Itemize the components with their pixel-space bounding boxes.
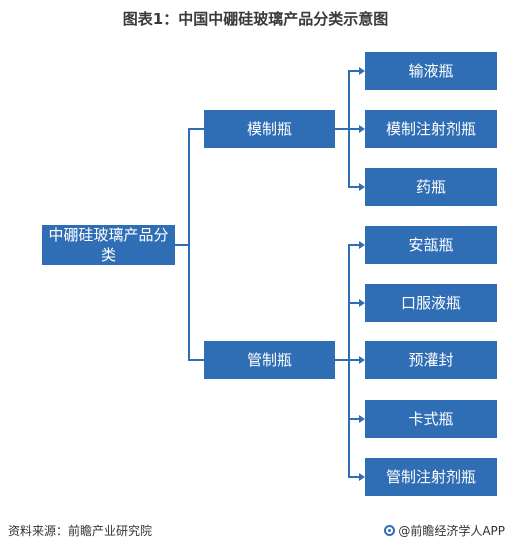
leaf-prefilled-syringe: 预灌封 — [365, 341, 497, 379]
tubular-leaf-line-4 — [348, 418, 359, 420]
root-trunk — [188, 128, 190, 361]
leaf-tubular-injection-bottle: 管制注射剂瓶 — [365, 458, 497, 496]
molded-leaf-line-2 — [348, 128, 359, 130]
leaf-medicine-bottle: 药瓶 — [365, 168, 497, 206]
molded-arrow-2 — [359, 125, 365, 133]
tubular-arrow-2 — [359, 299, 365, 307]
branch-tubular-bottle: 管制瓶 — [204, 341, 335, 379]
brand-text: @前瞻经济学人APP — [398, 524, 505, 538]
molded-arrow-3 — [359, 183, 365, 191]
tubular-leaf-line-2 — [348, 302, 359, 304]
chart-title: 图表1：中国中硼硅玻璃产品分类示意图 — [122, 10, 389, 28]
leaf-ampoule: 安瓿瓶 — [365, 226, 497, 264]
connector-to-molded — [188, 128, 204, 130]
tubular-arrow-3 — [359, 356, 365, 364]
molded-connector — [335, 128, 349, 130]
brand-mark: @前瞻经济学人APP — [384, 522, 505, 539]
tubular-trunk — [348, 244, 350, 478]
tubular-connector — [335, 359, 349, 361]
leaf-molded-injection-bottle: 模制注射剂瓶 — [365, 110, 497, 148]
connector-to-tubular — [188, 359, 204, 361]
tubular-arrow-1 — [359, 241, 365, 249]
leaf-cartridge-bottle: 卡式瓶 — [365, 400, 497, 438]
root-connector — [175, 244, 189, 246]
brand-logo-icon — [384, 525, 396, 536]
tubular-arrow-5 — [359, 473, 365, 481]
tubular-leaf-line-3 — [348, 359, 359, 361]
tubular-leaf-line-5 — [348, 476, 359, 478]
branch-molded-bottle: 模制瓶 — [204, 110, 335, 148]
molded-leaf-line-1 — [348, 70, 359, 72]
molded-leaf-line-3 — [348, 186, 359, 188]
tubular-leaf-line-1 — [348, 244, 359, 246]
molded-arrow-1 — [359, 67, 365, 75]
leaf-infusion-bottle: 输液瓶 — [365, 52, 497, 90]
leaf-oral-liquid-bottle: 口服液瓶 — [365, 284, 497, 322]
root-node: 中硼硅玻璃产品分类 — [42, 225, 175, 265]
tubular-arrow-4 — [359, 415, 365, 423]
source-note: 资料来源：前瞻产业研究院 — [8, 524, 153, 538]
